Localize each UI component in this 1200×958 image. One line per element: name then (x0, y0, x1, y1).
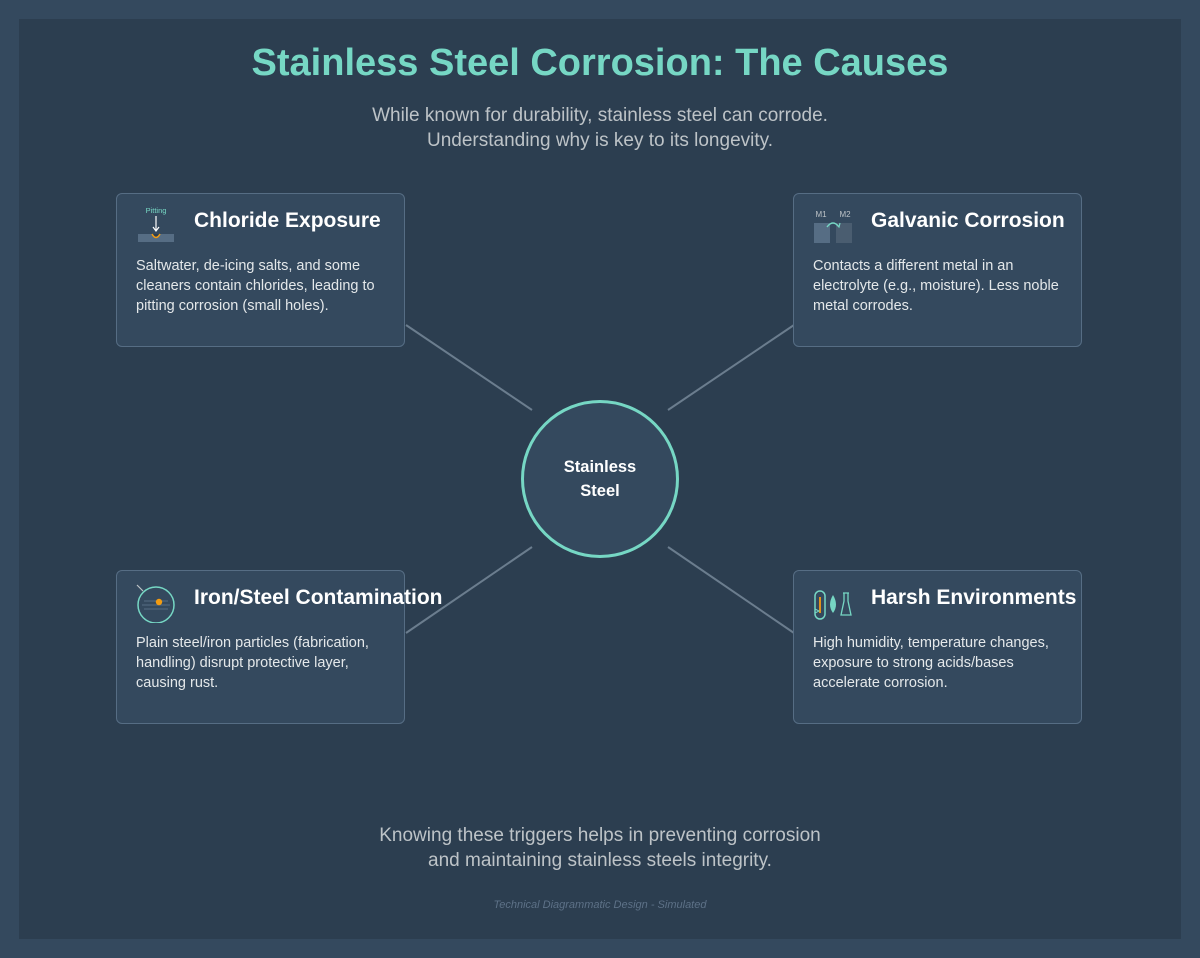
cause-description: High humidity, temperature changes, expo… (813, 635, 1049, 691)
hub-label: Stainless Steel (563, 458, 637, 500)
metal-1-label: M1 (815, 210, 827, 219)
thermometer-droplet-flask-icon (814, 590, 852, 620)
cause-card-chloride: Pitting Chloride Exposure Saltwater, de-… (116, 193, 405, 347)
footer-note: Knowing these triggers helps in preventi… (0, 823, 1200, 873)
connector-contamination (405, 546, 533, 634)
page-subtitle: While known for durability, stainless st… (0, 103, 1200, 153)
subtitle-line-1: While known for durability, stainless st… (372, 105, 828, 126)
cause-description: Saltwater, de-icing salts, and some clea… (136, 258, 375, 314)
connector-chloride (405, 324, 533, 411)
cause-title: Galvanic Corrosion (871, 209, 1065, 232)
cause-card-contamination: Iron/Steel Contamination Plain steel/iro… (116, 570, 443, 724)
cause-title: Harsh Environments (871, 586, 1077, 609)
connector-harsh (667, 546, 795, 634)
subtitle-line-2: Understanding why is key to its longevit… (426, 130, 774, 151)
cause-title: Chloride Exposure (194, 209, 381, 232)
center-hub: Stainless Steel (521, 400, 679, 558)
cause-title: Iron/Steel Contamination (194, 586, 443, 609)
contaminated-surface-icon (136, 584, 175, 623)
metal-2-label: M2 (839, 210, 851, 219)
cause-card-galvanic: M1 M2 Galvanic Corrosion Contacts a diff… (793, 193, 1082, 347)
footer-credit: Technical Diagrammatic Design - Simulate… (493, 899, 707, 911)
pitting-icon-label: Pitting (146, 206, 167, 215)
connector-galvanic (667, 324, 795, 411)
cause-card-harsh: Harsh Environments High humidity, temper… (793, 570, 1082, 724)
cause-description: Plain steel/iron particles (fabrication,… (136, 635, 369, 691)
cause-description: Contacts a different metal in an electro… (813, 258, 1059, 314)
dissimilar-metals-icon: M1 M2 (814, 210, 852, 243)
footer-line-2: and maintaining stainless steels integri… (428, 850, 772, 871)
footer-line-1: Knowing these triggers helps in preventi… (379, 825, 821, 846)
pitting-icon: Pitting (138, 206, 174, 242)
page-title: Stainless Steel Corrosion: The Causes (251, 42, 949, 84)
